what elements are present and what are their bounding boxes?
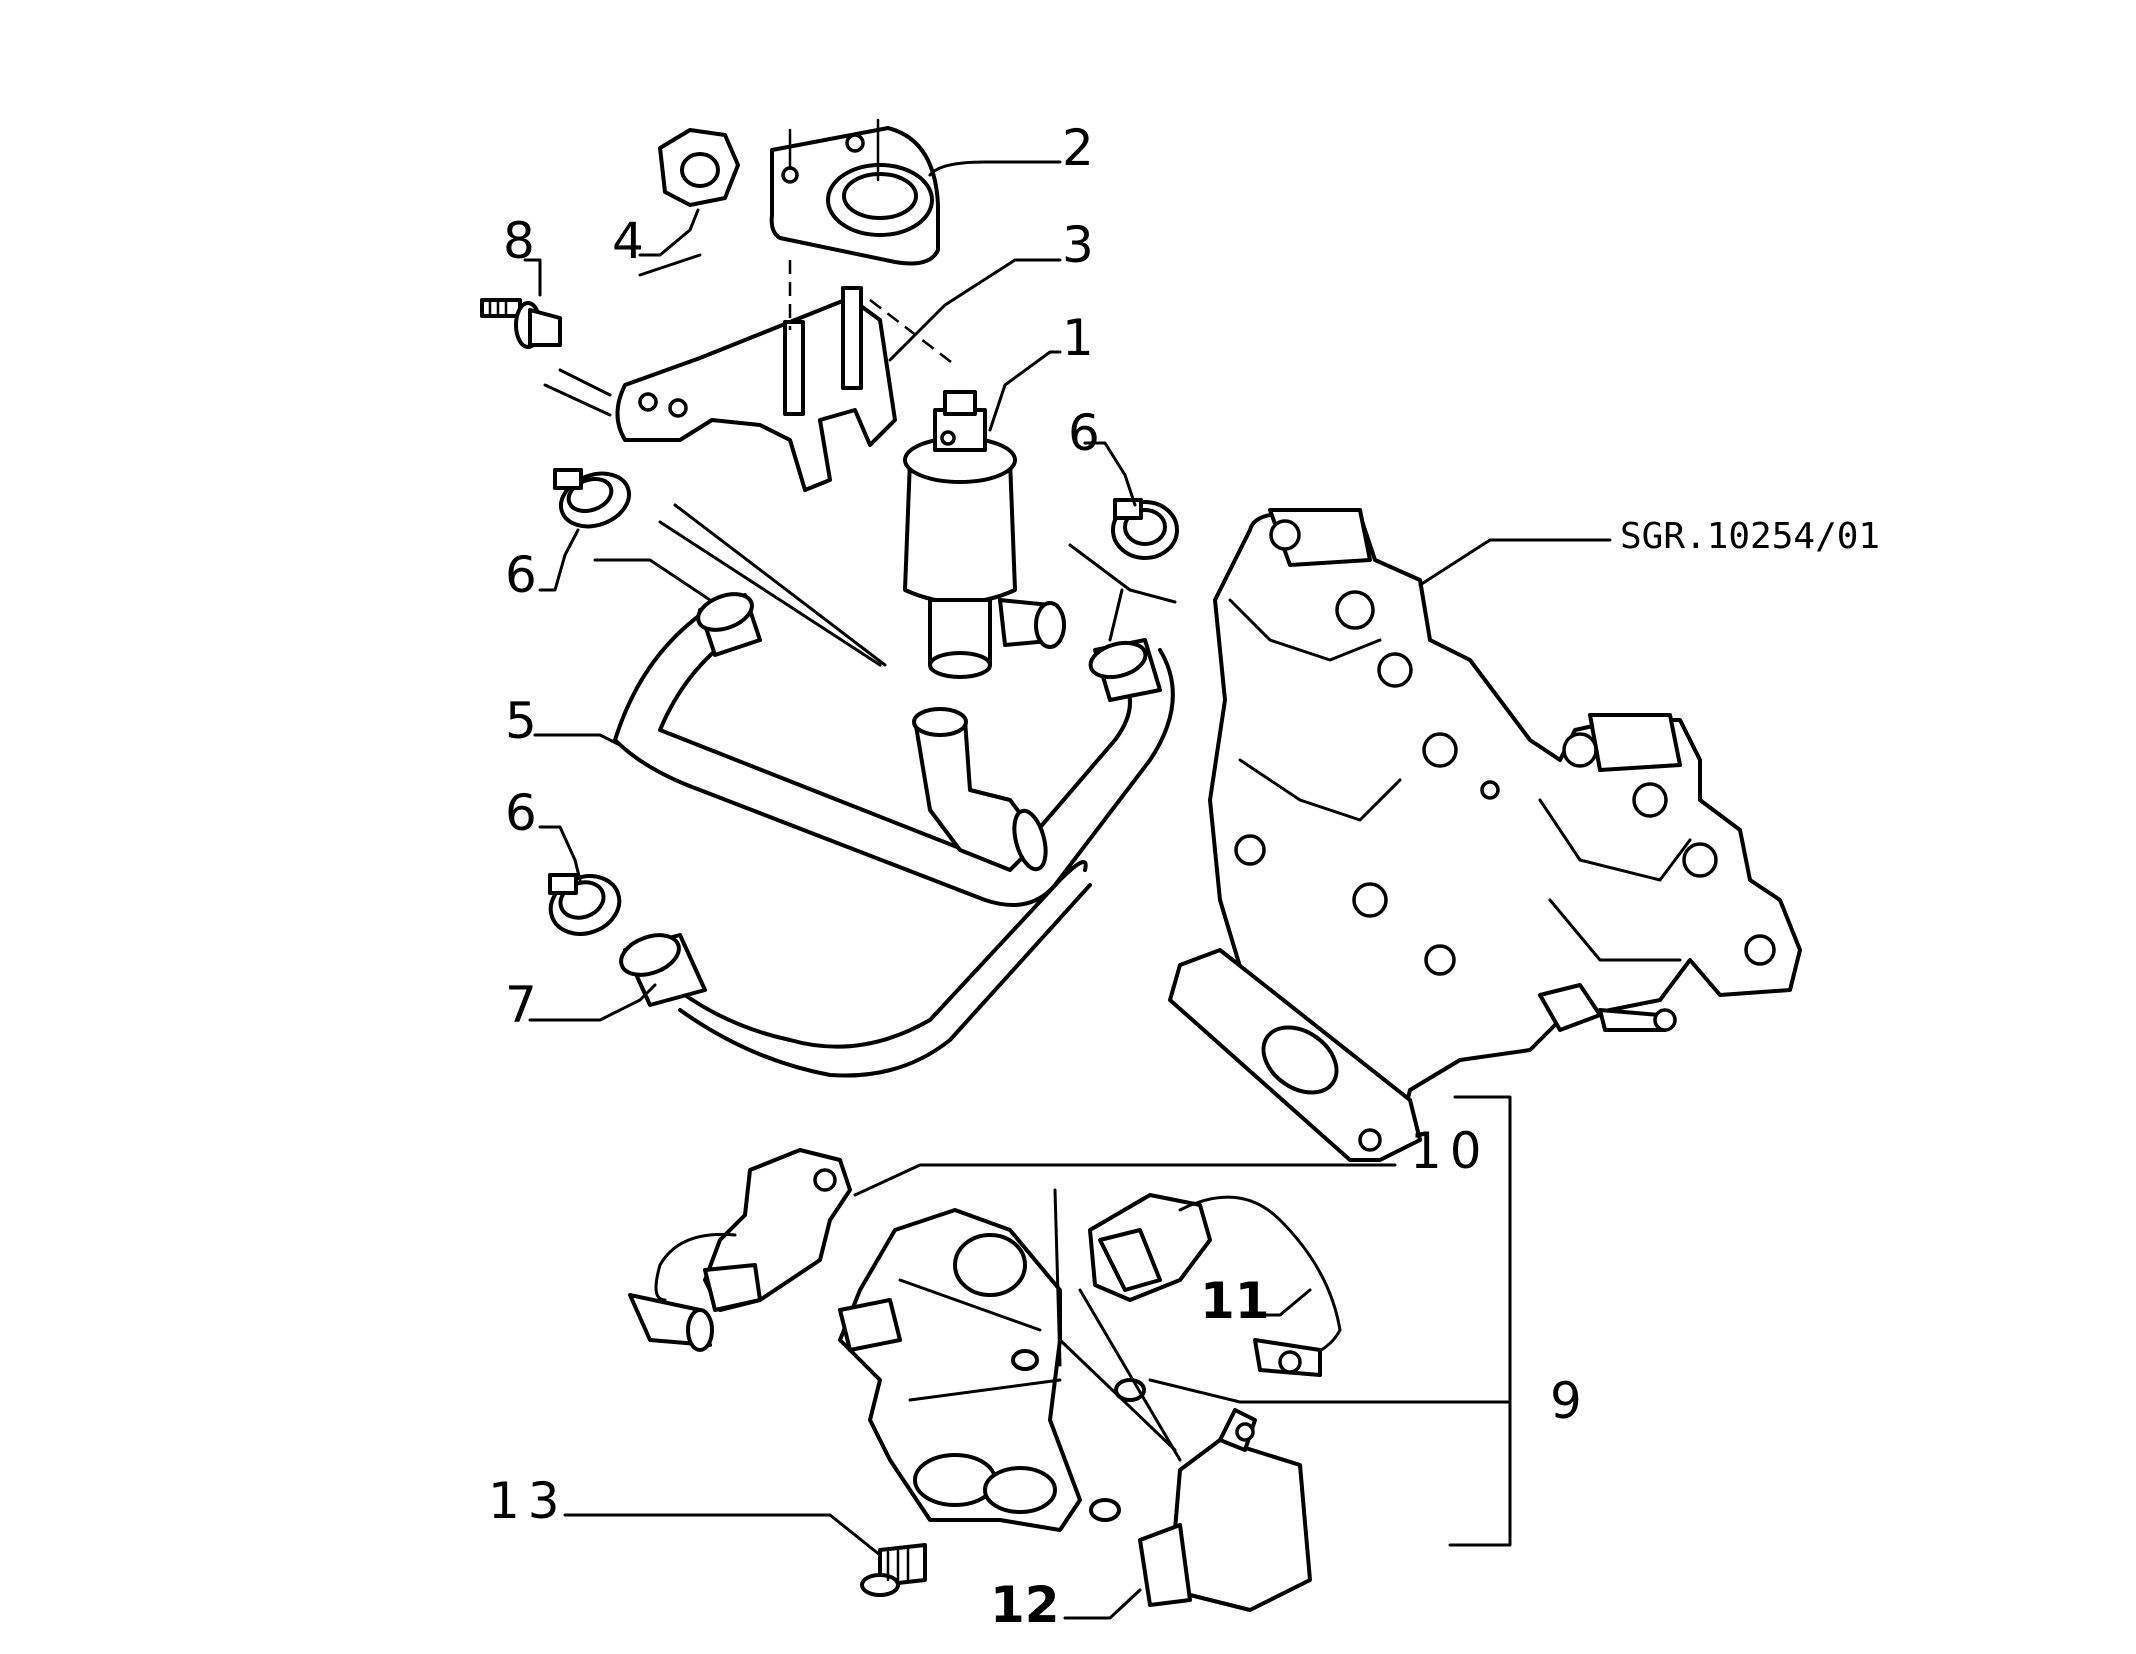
label-part-7: 7: [505, 976, 537, 1034]
label-part-9: 9: [1550, 1372, 1582, 1430]
part-13-screw: [860, 1543, 927, 1597]
part-1-idle-valve: [903, 390, 1066, 679]
label-part-2: 2: [1062, 119, 1094, 177]
label-part-11: 11: [1200, 1272, 1270, 1330]
intake-manifold: [1168, 508, 1802, 1162]
part-11-sensor-right: [1088, 1193, 1342, 1377]
label-part-4: 4: [612, 212, 644, 270]
part-3-bracket: [615, 260, 956, 492]
part-8-bolt: [480, 298, 562, 349]
label-part-12: 12: [990, 1576, 1060, 1634]
label-part-1: 1: [1062, 309, 1094, 367]
part-2-clamp: [769, 118, 940, 266]
label-part-6-left: 6: [505, 546, 537, 604]
leader-lines: [523, 160, 1612, 1620]
label-part-10: 10: [1410, 1122, 1490, 1180]
label-part-3: 3: [1062, 216, 1094, 274]
elbow-hose: [912, 707, 1048, 872]
part-6-hose-clamp-lower: [548, 873, 622, 936]
part-10-sensor-left: [628, 1148, 852, 1352]
label-part-6-lower: 6: [505, 784, 537, 842]
reference-code: SGR.10254/01: [1620, 516, 1880, 557]
part-12-connector-module: [1138, 1408, 1312, 1612]
label-part-8: 8: [503, 212, 535, 270]
label-part-13: 13: [488, 1472, 568, 1530]
part-6-hose-clamp-left: [553, 468, 631, 529]
label-part-5: 5: [505, 692, 537, 750]
part-labels: 2 3 1 4 8 6 6 6 5 7 10 11 9 12 13 SGR.10…: [488, 119, 1880, 1634]
part-4-nut: [658, 128, 740, 207]
label-part-6-right: 6: [1068, 404, 1100, 462]
part-6-hose-clamp-right: [1111, 498, 1179, 560]
part-5-u-hose: [613, 592, 1175, 907]
throttle-body: [838, 1208, 1082, 1532]
part-7-lower-hose: [619, 860, 1092, 1078]
